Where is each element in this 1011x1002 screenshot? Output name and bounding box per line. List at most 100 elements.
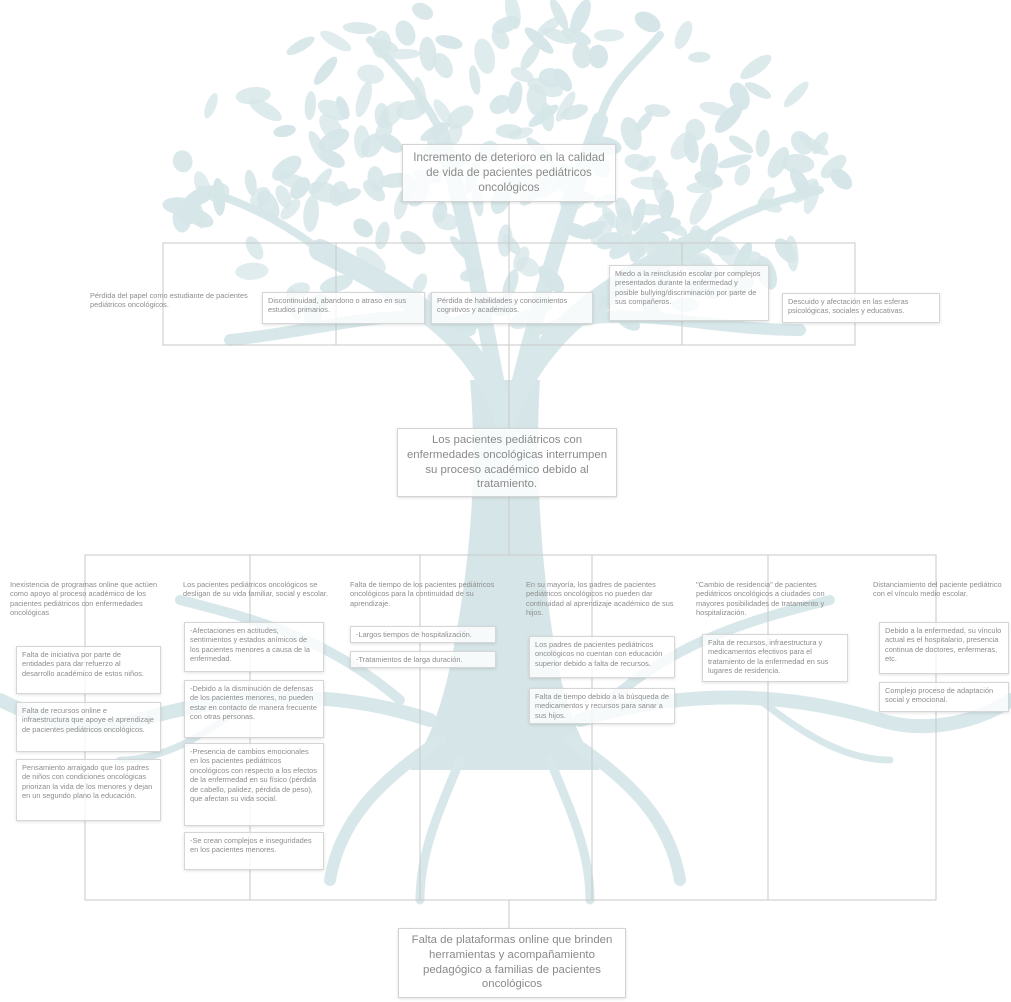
leaf xyxy=(469,65,481,95)
leaf xyxy=(176,207,200,225)
leaf xyxy=(371,30,392,59)
leaf xyxy=(729,82,750,111)
leaf xyxy=(491,28,510,50)
leaf xyxy=(699,101,729,116)
leaf xyxy=(538,67,562,88)
leaf xyxy=(593,29,625,42)
leaf xyxy=(781,153,815,174)
cause-4-sub-2: Falta de tiempo debido a la búsqueda de … xyxy=(529,688,675,724)
consequence-4: Miedo a la reinclusión escolar por compl… xyxy=(609,265,769,321)
consequence-5: Descuido y afectación en las esferas psi… xyxy=(782,293,940,323)
cause-2-title: Los pacientes pediátricos oncológicos se… xyxy=(183,580,329,599)
leaf xyxy=(319,113,344,141)
leaf xyxy=(755,129,770,157)
leaf xyxy=(333,188,361,204)
leaf xyxy=(634,11,661,33)
leaf xyxy=(615,207,634,240)
leaf xyxy=(757,198,782,213)
leaf xyxy=(505,0,521,30)
leaf xyxy=(685,118,706,141)
leaf xyxy=(734,164,751,186)
leaf xyxy=(785,235,799,272)
leaf xyxy=(323,250,345,272)
leaf xyxy=(686,181,717,194)
leaf xyxy=(717,154,752,169)
leaf xyxy=(634,203,665,216)
leaf xyxy=(235,86,271,105)
leaf xyxy=(355,246,386,273)
cause-2-sub-2-text: -Debido a la disminución de defensas de … xyxy=(190,684,317,722)
leaf xyxy=(367,166,385,193)
leaf xyxy=(563,222,588,239)
leaf xyxy=(520,42,540,70)
cause-4-title: En su mayoría, los padres de pacientes p… xyxy=(526,580,686,618)
leaf xyxy=(310,168,333,195)
consequence-4-text: Miedo a la reinclusión escolar por compl… xyxy=(615,269,761,307)
cause-4-sub-1-text: Los padres de pacientes pediátricos onco… xyxy=(535,640,663,668)
leaf xyxy=(355,81,373,118)
cause-6-sub-2: Complejo proceso de adaptación social y … xyxy=(879,682,1009,712)
consequence-5-text: Descuido y afectación en las esferas psi… xyxy=(788,297,909,316)
leaf xyxy=(798,134,829,156)
leaf xyxy=(204,92,218,119)
cause-6-sub-2-text: Complejo proceso de adaptación social y … xyxy=(885,686,994,705)
cause-1-sub-1-text: Falta de iniciativa por parte de entidad… xyxy=(22,650,145,678)
leaf xyxy=(280,199,301,220)
cause-2-sub-4-text: -Se crean complejos e inseguridades en l… xyxy=(190,836,312,855)
leaf xyxy=(395,20,416,46)
cause-2-sub-3: -Presencia de cambios emocionales en los… xyxy=(184,743,324,826)
consequence-2: Discontinuidad, abandono o atraso en sus… xyxy=(262,292,425,324)
leaf xyxy=(375,120,393,143)
leaf xyxy=(635,111,653,133)
leaf xyxy=(286,36,315,56)
leaf xyxy=(664,221,688,236)
problem-text: Los pacientes pediátricos con enfermedad… xyxy=(406,434,608,491)
leaf xyxy=(714,103,743,133)
leaf xyxy=(728,135,754,154)
leaf xyxy=(803,181,820,214)
leaf xyxy=(550,0,569,31)
cause-2-sub-1: -Afectaciones en actitudes, sentimientos… xyxy=(184,622,324,672)
leaf xyxy=(278,173,309,189)
cause-6-sub-1-text: Debido a la enfermedad, su vínculo actua… xyxy=(885,626,1002,664)
leaf xyxy=(375,221,390,250)
leaf xyxy=(342,22,377,35)
leaf xyxy=(336,96,350,120)
consequence-3-text: Pérdida de habilidades y conocimientos c… xyxy=(437,296,568,315)
cause-3-sub-1: -Largos tiempos de hospitalización. xyxy=(350,626,496,643)
leaf xyxy=(644,104,671,118)
leaf xyxy=(313,56,338,85)
leaf xyxy=(419,36,437,71)
leaf xyxy=(694,227,715,254)
cause-1-title: Inexistencia de programas online que act… xyxy=(10,580,160,618)
leaf xyxy=(450,236,473,262)
leaf xyxy=(524,27,554,54)
effect-text: Incremento de deterioro en la calidad de… xyxy=(413,151,605,195)
cause-2-sub-4: -Se crean complejos e inseguridades en l… xyxy=(184,832,324,870)
leaf xyxy=(412,2,434,20)
leaf xyxy=(320,30,352,52)
leaf xyxy=(508,127,534,140)
leaf xyxy=(249,98,282,122)
leaf xyxy=(395,99,426,121)
leaf xyxy=(510,67,534,83)
leaf xyxy=(320,149,345,168)
cause-3-sub-2: -Tratamientos de larga duración. xyxy=(350,651,496,668)
leaf xyxy=(670,131,696,160)
leaf xyxy=(272,155,302,181)
leaf xyxy=(357,64,384,84)
leaf xyxy=(172,150,193,173)
cause-1-sub-3-text: Pensamiento arraigado que los padres de … xyxy=(22,763,153,801)
cause-3-sub-1-text: -Largos tiempos de hospitalización. xyxy=(356,630,472,639)
cause-5-title-text: "Cambio de residencia" de pacientes pedi… xyxy=(696,580,825,618)
consequence-3: Pérdida de habilidades y conocimientos c… xyxy=(431,292,593,324)
leaf xyxy=(386,48,421,60)
cause-1-title-text: Inexistencia de programas online que act… xyxy=(10,580,158,618)
leaf xyxy=(275,185,292,209)
consequence-1-text: Pérdida del papel como estudiante de pac… xyxy=(90,291,248,310)
leaf xyxy=(688,51,711,63)
leaf xyxy=(412,273,428,295)
leaf xyxy=(820,154,847,179)
leaf xyxy=(273,124,296,138)
leaf xyxy=(538,265,565,293)
